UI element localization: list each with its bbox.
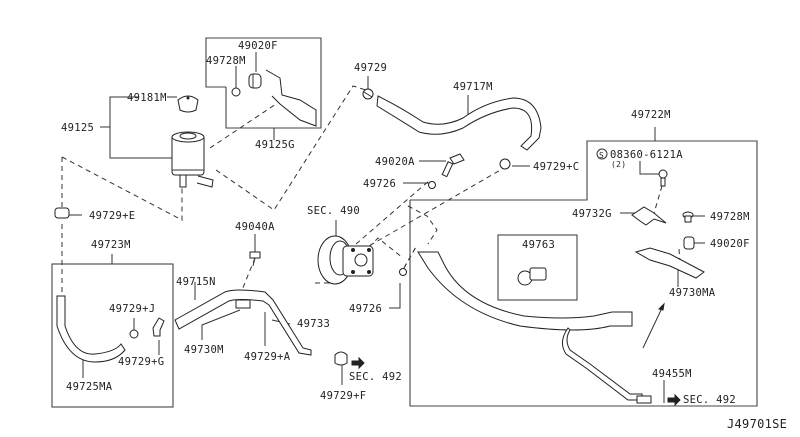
bolt-49020A [441, 153, 465, 178]
bracket-49732G [631, 206, 667, 226]
label-49715N: 49715N [176, 276, 216, 288]
label-49726-bottom: 49726 [349, 303, 382, 315]
pointer-arrow [642, 302, 665, 349]
clamp-49729-G [152, 317, 165, 337]
pressure-switch-49763 [517, 267, 547, 286]
hose-49717M [376, 95, 542, 151]
box-49722M [409, 140, 758, 407]
label-49455M: 49455M [652, 368, 692, 380]
clamp-49729-J [129, 329, 139, 339]
label-sec-492-left: SEC. 492 [349, 371, 402, 383]
arrow-sec-492-right [667, 393, 681, 407]
label-49733: 49733 [297, 318, 330, 330]
label-49717M: 49717M [453, 81, 493, 93]
label-49181M: 49181M [127, 92, 167, 104]
label-49763: 49763 [522, 239, 555, 251]
label-08360-6121A: 08360-6121A [610, 149, 683, 161]
label-49040A: 49040A [235, 221, 275, 233]
clamp-49729 [362, 88, 374, 100]
bushing-49728M-right [682, 211, 694, 223]
hose-49725MA [56, 295, 126, 363]
clamp-49729-C [499, 158, 511, 170]
bracket-49730M [235, 299, 251, 309]
label-49730MA: 49730MA [669, 287, 716, 299]
grommet-49020F [248, 73, 262, 89]
label-49728M-right: 49728M [710, 211, 750, 223]
washer-49726-top [428, 181, 436, 189]
grommet-49020F-right [683, 236, 695, 250]
label-sec-490: SEC. 490 [307, 205, 360, 217]
label-49722M: 49722M [631, 109, 671, 121]
clamp-49729-E [54, 207, 70, 219]
label-49730M: 49730M [184, 344, 224, 356]
label-49020A: 49020A [375, 156, 415, 168]
label-49729-J: 49729+J [109, 303, 155, 315]
label-49729-E: 49729+E [89, 210, 135, 222]
label-49729-A: 49729+A [244, 351, 291, 363]
pump-sec-490 [317, 235, 374, 285]
figure-id: J49701SE [727, 417, 787, 431]
reservoir-cap-49181M [177, 95, 199, 113]
label-08360-qty: (2) [611, 160, 626, 169]
label-49729: 49729 [354, 62, 387, 74]
label-49725MA: 49725MA [66, 381, 113, 393]
label-49729-C: 49729+C [533, 161, 579, 173]
box-bracket-kit [205, 37, 322, 129]
bracket-49730MA [634, 247, 705, 279]
clamp-49729-F [334, 351, 348, 366]
label-49732G: 49732G [572, 208, 612, 220]
label-49723M: 49723M [91, 239, 131, 251]
label-49125G: 49125G [255, 139, 295, 151]
box-49763 [497, 234, 578, 301]
standard-part-letter: S [599, 151, 604, 160]
bracket-49125G [265, 69, 317, 127]
label-49729-F: 49729+F [320, 390, 366, 402]
reservoir-49125 [171, 131, 214, 188]
label-49726-top: 49726 [363, 178, 396, 190]
callout-labels: 49020F 49728M 49181M 49125 49125G 49729 … [61, 40, 787, 431]
washer-49726-bottom [399, 268, 407, 276]
label-49020F-top: 49020F [238, 40, 278, 52]
label-49125: 49125 [61, 122, 94, 134]
label-49729-G: 49729+G [118, 356, 164, 368]
label-sec-492-right: SEC. 492 [683, 394, 736, 406]
bolt-49040A [249, 251, 261, 267]
bushing-49728M [231, 87, 241, 97]
arrow-sec-492-left [351, 356, 365, 370]
pipe-49715N [174, 289, 312, 356]
fitting-49455M [636, 395, 652, 404]
label-49020F-right: 49020F [710, 238, 750, 250]
standard-part-symbol: S [596, 148, 608, 160]
label-49728M-top: 49728M [206, 55, 246, 67]
bolt-08360-6121A [658, 169, 668, 187]
